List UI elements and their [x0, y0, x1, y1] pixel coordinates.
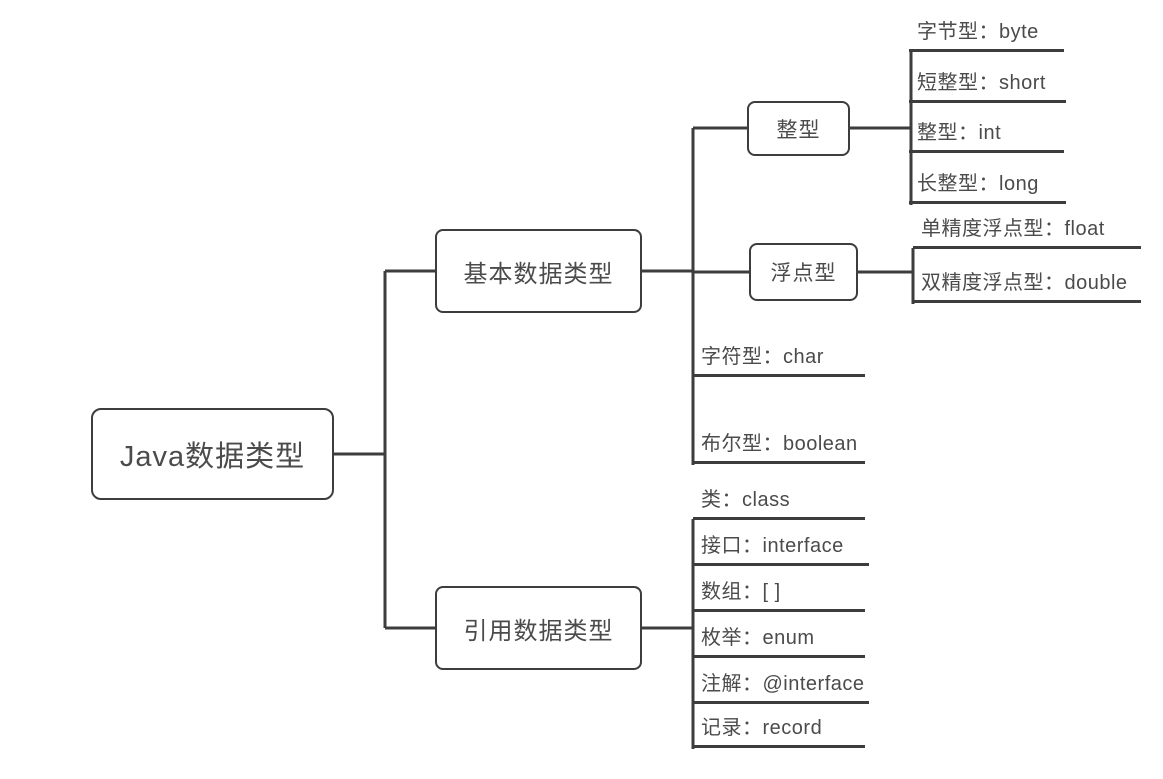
leaf-class[interactable]: 类：class: [693, 484, 865, 520]
leaf-short-label: 短整型：short: [917, 72, 1046, 94]
leaf-int[interactable]: 整型：int: [909, 117, 1064, 153]
leaf-enum[interactable]: 枚举：enum: [693, 622, 865, 658]
leaf-float-label: 单精度浮点型：float: [921, 218, 1105, 240]
node-primitive-types-label: 基本数据类型: [463, 260, 614, 288]
leaf-double[interactable]: 双精度浮点型：double: [913, 267, 1141, 303]
leaf-float[interactable]: 单精度浮点型：float: [913, 213, 1141, 249]
leaf-byte[interactable]: 字节型：byte: [909, 16, 1064, 52]
node-primitive-types[interactable]: 基本数据类型: [435, 229, 642, 313]
leaf-char-label: 字符型：char: [701, 346, 824, 368]
leaf-record[interactable]: 记录：record: [693, 712, 865, 748]
node-integer-types[interactable]: 整型: [747, 101, 850, 156]
leaf-annotation-label: 注解：@interface: [701, 673, 865, 695]
node-java-data-types[interactable]: Java数据类型: [91, 408, 334, 500]
leaf-enum-label: 枚举：enum: [701, 627, 815, 649]
leaf-short[interactable]: 短整型：short: [909, 67, 1066, 103]
node-reference-types-label: 引用数据类型: [463, 617, 614, 645]
leaf-array[interactable]: 数组：[ ]: [693, 576, 865, 612]
node-java-data-types-label: Java数据类型: [119, 441, 306, 473]
leaf-int-label: 整型：int: [917, 122, 1002, 144]
leaf-boolean-label: 布尔型：boolean: [701, 433, 858, 455]
node-integer-types-label: 整型: [776, 118, 821, 142]
leaf-long-label: 长整型：long: [917, 173, 1039, 195]
leaf-interface-label: 接口：interface: [701, 535, 844, 557]
leaf-boolean[interactable]: 布尔型：boolean: [693, 428, 865, 464]
node-floating-types-label: 浮点型: [770, 262, 837, 285]
leaf-class-label: 类：class: [701, 489, 791, 511]
node-floating-types[interactable]: 浮点型: [749, 243, 858, 301]
leaf-char[interactable]: 字符型：char: [693, 341, 865, 377]
leaf-byte-label: 字节型：byte: [917, 21, 1039, 43]
leaf-record-label: 记录：record: [701, 717, 823, 739]
leaf-interface[interactable]: 接口：interface: [693, 530, 869, 566]
node-reference-types[interactable]: 引用数据类型: [435, 586, 642, 670]
leaf-array-label: 数组：[ ]: [701, 581, 781, 603]
leaf-long[interactable]: 长整型：long: [909, 168, 1066, 204]
leaf-annotation[interactable]: 注解：@interface: [693, 668, 869, 704]
leaf-double-label: 双精度浮点型：double: [921, 272, 1128, 294]
